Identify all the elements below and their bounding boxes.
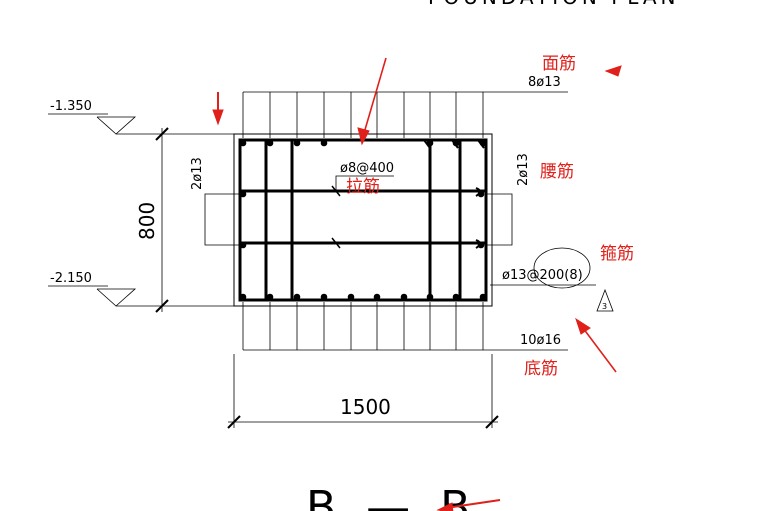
bottom-level-text: -2.150 <box>50 271 92 286</box>
width-dimension <box>227 354 499 429</box>
top-bar-label: 8ø13 <box>528 75 561 90</box>
right-side-bar-leader <box>486 193 513 246</box>
bottom-bars-annotation: 底筋 <box>524 359 558 379</box>
bottom-rebar-dots <box>239 293 487 301</box>
width-dimension-text: 1500 <box>340 395 391 419</box>
left-side-bar-label: 2ø13 <box>190 157 205 190</box>
side-rebar-dots <box>239 190 485 249</box>
left-side-bar-leader <box>204 193 240 246</box>
stirrup-tag: 3 <box>602 302 607 311</box>
top-bar-extension-lines <box>242 91 568 138</box>
bottom-level-marker <box>48 285 234 307</box>
top-level-marker <box>48 113 234 135</box>
header-text: FOUNDATION PLAN <box>428 0 680 9</box>
tie-label: ø8@400 <box>340 161 394 176</box>
top-rebar-dots <box>239 139 487 147</box>
top-bars-annotation: 面筋 <box>542 54 576 74</box>
height-dimension <box>155 127 169 313</box>
stirrups-annotation: 箍筋 <box>600 244 634 264</box>
stirrup-label: ø13@200(8) <box>502 268 583 283</box>
stirrup-leader <box>490 247 614 312</box>
bottom-bar-extension-lines <box>242 302 568 351</box>
top-level-text: -1.350 <box>50 99 92 114</box>
tie-leader <box>335 175 394 190</box>
height-dimension-text: 800 <box>135 202 159 240</box>
right-side-bar-label: 2ø13 <box>516 153 531 186</box>
stirrup-hooks <box>423 139 485 249</box>
bottom-bar-label: 10ø16 <box>520 333 561 348</box>
annotation-arrows <box>212 57 622 511</box>
side-bars-annotation: 腰筋 <box>540 162 574 182</box>
concrete-outline <box>233 133 493 307</box>
tie-bar-ticks <box>331 185 341 249</box>
section-label: B — B <box>306 482 478 511</box>
tie-bars-annotation: 拉筋 <box>346 177 380 197</box>
